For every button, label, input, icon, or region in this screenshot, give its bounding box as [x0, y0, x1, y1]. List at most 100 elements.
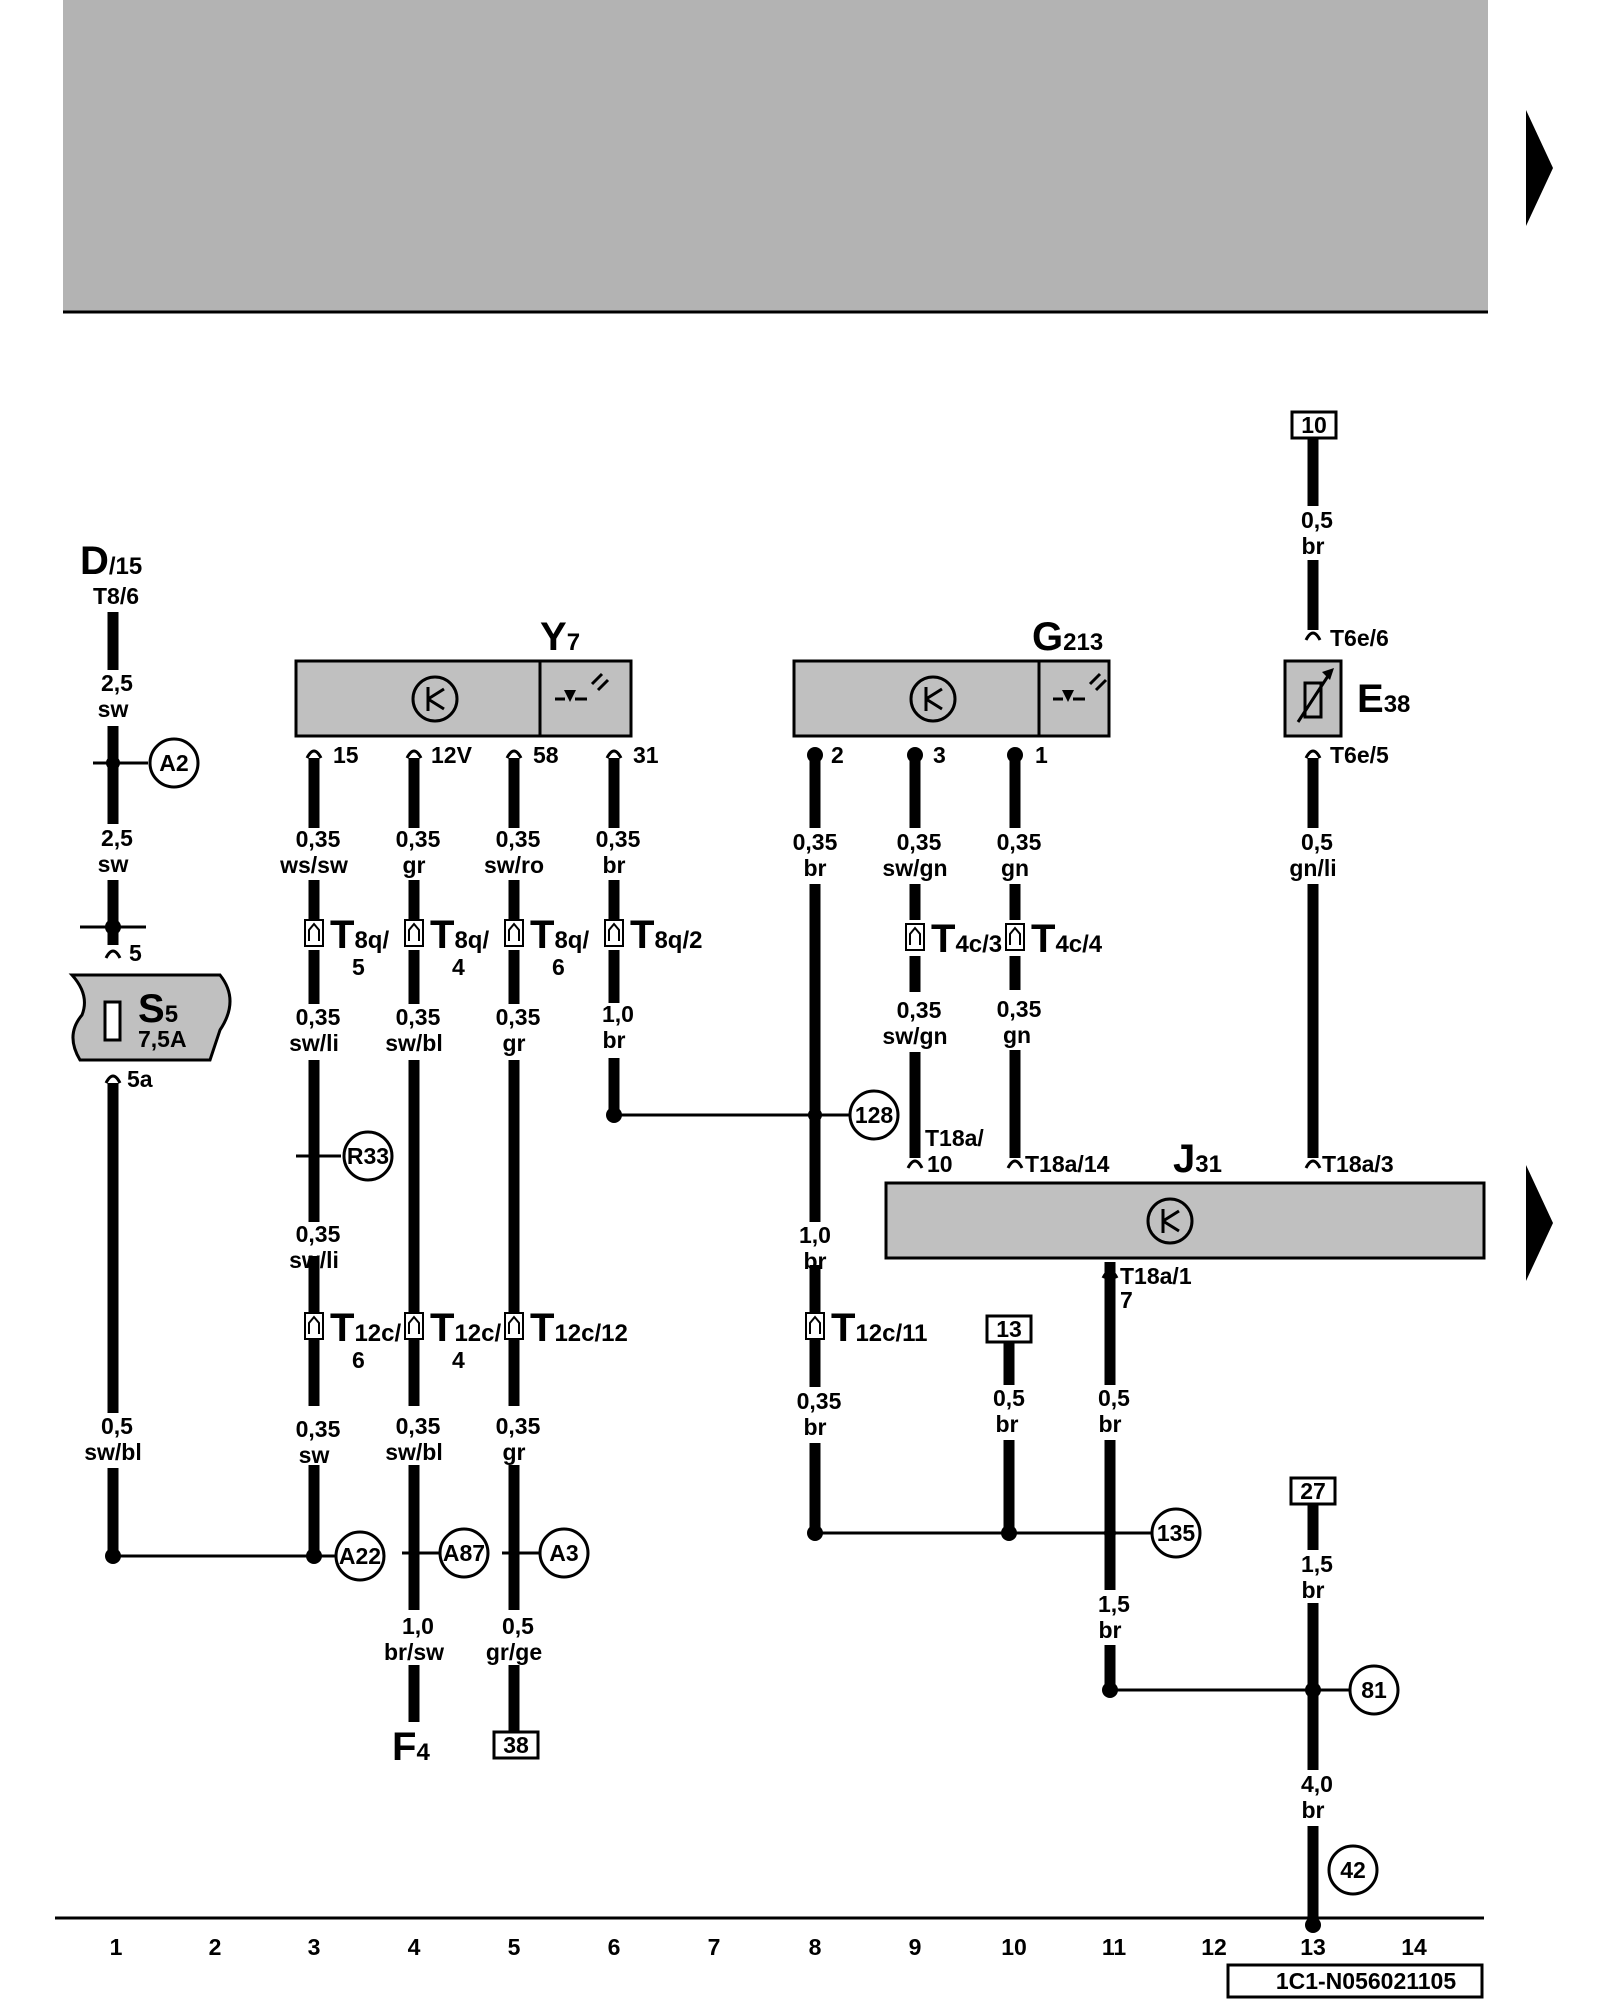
connector-label: T12c/ — [330, 1306, 401, 1350]
ref-box-10[interactable]: 10 — [1290, 410, 1338, 440]
ground-point-135[interactable]: 135 — [1150, 1507, 1202, 1559]
pin-tip — [104, 949, 122, 960]
pin-label: 58 — [533, 742, 559, 768]
svg-text:27: 27 — [1300, 1478, 1326, 1504]
wire-label-color: sw/bl — [385, 1439, 443, 1465]
wire-label-color: br — [1099, 1411, 1122, 1437]
pin-label: 31 — [633, 742, 659, 768]
ground-point-42[interactable]: 42 — [1327, 1844, 1379, 1896]
wire-label-size: 0,35 — [897, 997, 942, 1023]
svg-text:38: 38 — [503, 1732, 529, 1758]
connector-label: T4c/3 — [931, 917, 1002, 961]
column-numbers: 1 2 3 4 5 6 7 8 9 10 11 12 13 14 — [110, 1934, 1427, 1960]
pin-label: 15 — [333, 742, 359, 768]
wire-label-size: 0,35 — [296, 1416, 341, 1442]
column-number: 6 — [608, 1934, 621, 1960]
wire-label-size: 1,0 — [799, 1222, 831, 1248]
wire-label-size: 0,35 — [797, 1388, 842, 1414]
ground-point-a3[interactable]: A3 — [538, 1527, 590, 1579]
component-j31[interactable] — [884, 1181, 1486, 1260]
wire-label-size: 0,35 — [296, 1004, 341, 1030]
wire-label-size: 0,35 — [396, 1413, 441, 1439]
wire-label-size: 0,35 — [997, 996, 1042, 1022]
wire-label-size: 0,35 — [496, 1413, 541, 1439]
pin-label: 3 — [933, 742, 946, 768]
fuse-s5[interactable] — [68, 973, 232, 1062]
pin-tip — [505, 749, 523, 760]
column-number: 8 — [809, 1934, 822, 1960]
pin-label: 12V — [431, 742, 473, 768]
component-e38-label: E38 — [1357, 677, 1410, 721]
ground-point-a22[interactable]: A22 — [334, 1530, 386, 1582]
wire-label-size: 0,35 — [997, 829, 1042, 855]
column-number: 2 — [209, 1934, 222, 1960]
ref-box-27[interactable]: 27 — [1289, 1476, 1337, 1506]
column-number: 11 — [1102, 1934, 1127, 1960]
column-number: 7 — [708, 1934, 721, 1960]
column-number: 1 — [110, 1934, 123, 1960]
boxed-refs: 10 13 27 38 — [492, 410, 1338, 1760]
pin-label: 5 — [129, 940, 142, 966]
svg-text:10: 10 — [1301, 412, 1327, 438]
svg-text:A87: A87 — [443, 1540, 485, 1566]
next-page-arrow-icon[interactable] — [1526, 110, 1553, 226]
ground-point-81[interactable]: 81 — [1348, 1664, 1400, 1716]
pin-label: T6e/6 — [1330, 625, 1389, 651]
wire-label-size: 0,35 — [897, 829, 942, 855]
continue-arrow-icon[interactable] — [1526, 1165, 1553, 1281]
component-g213[interactable] — [792, 659, 1111, 738]
pin-label: T18a/1 — [1120, 1263, 1192, 1289]
wire-label-color: sw/li — [289, 1030, 339, 1056]
wire-label-color: br — [804, 1414, 827, 1440]
wire-label-size: 1,0 — [402, 1613, 434, 1639]
wire-label-color: sw/bl — [385, 1030, 443, 1056]
column-number: 10 — [1001, 1934, 1027, 1960]
wire-label-size: 0,35 — [496, 1004, 541, 1030]
junction-dots — [105, 747, 1321, 1933]
component-f4-label: F4 — [392, 1725, 430, 1769]
column-number: 3 — [308, 1934, 321, 1960]
wire-label-color: sw — [98, 851, 129, 877]
component-y7-label: Y7 — [540, 615, 580, 659]
connector-label: T12c/12 — [530, 1306, 628, 1350]
component-d-label: D/15 — [80, 539, 142, 583]
wire-label-color: br — [1302, 1797, 1325, 1823]
wire-label-color: ws/sw — [279, 852, 348, 878]
component-y7[interactable] — [294, 659, 633, 738]
wire-label-color: sw — [299, 1442, 330, 1468]
wire-label-color: sw/li — [289, 1247, 339, 1273]
wire-label-size: 0,5 — [1301, 829, 1333, 855]
svg-text:128: 128 — [855, 1102, 894, 1128]
wire-label-color: gn/li — [1289, 855, 1336, 881]
wire-label-color: br — [804, 1248, 827, 1274]
wire-label-size: 2,5 — [101, 825, 133, 851]
wire-label-size: 0,5 — [1098, 1385, 1130, 1411]
wire-label-size: 0,35 — [396, 1004, 441, 1030]
ground-point-128[interactable]: 128 — [848, 1089, 900, 1141]
pin-label: 7 — [1120, 1287, 1133, 1313]
wire-label-color: sw — [98, 696, 129, 722]
component-e38[interactable] — [1283, 659, 1343, 738]
svg-text:R33: R33 — [347, 1143, 389, 1169]
pin-tip — [1304, 749, 1322, 760]
pin-tip — [1304, 631, 1322, 642]
svg-text:13: 13 — [996, 1316, 1022, 1342]
column-number: 13 — [1300, 1934, 1326, 1960]
wire-label-color: sw/gn — [882, 1023, 947, 1049]
wire-label-color: gr — [503, 1030, 526, 1056]
wire-label-size: 2,5 — [101, 670, 133, 696]
wire-label-size: 0,5 — [993, 1385, 1025, 1411]
connector-number: 6 — [552, 954, 565, 980]
ground-point-a87[interactable]: A87 — [438, 1527, 490, 1579]
ref-box-13[interactable]: 13 — [985, 1314, 1033, 1344]
document-code-box — [1226, 1963, 1484, 1999]
column-number: 14 — [1401, 1934, 1427, 1960]
ref-box-38[interactable]: 38 — [492, 1730, 540, 1760]
wire-label-color: sw/gn — [882, 855, 947, 881]
ground-point-a2[interactable]: A2 — [148, 737, 200, 789]
wire-label-size: 1,0 — [602, 1001, 634, 1027]
svg-text:42: 42 — [1340, 1857, 1366, 1883]
connector-number: 4 — [452, 1347, 465, 1373]
ground-point-r33[interactable]: R33 — [342, 1130, 394, 1182]
connector-label: T8q/ — [530, 913, 589, 957]
